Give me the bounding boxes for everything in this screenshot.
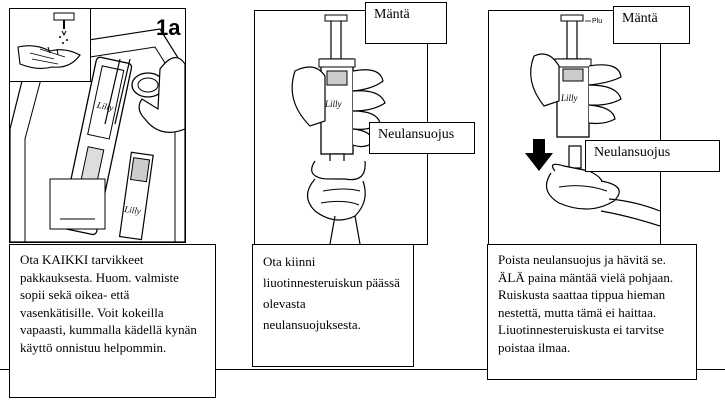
step-2-description: Ota kiinni liuotinnesteruiskun päässä ol… [252,244,414,367]
step-3-illustration: Plu Lilly [488,10,661,245]
needle-cap-callout: Neulansuojus [585,140,720,172]
step-1a-illustration: Lilly Lilly 1a [9,8,186,243]
syringe-brand-label: Lilly [324,99,342,109]
step-1a-description: Ota KAIKKI tarvikkeet pakkauksesta. Huom… [9,244,216,398]
syringe-brand-label: Lilly [560,93,578,103]
step-number: 1a [156,15,181,40]
connector-line [0,369,725,370]
step-3-description: Poista neulansuojus ja hävitä se. ÄLÄ pa… [487,244,697,380]
plunger-tag: Plu [592,18,602,25]
hand-washing-icon [10,9,91,82]
remove-cap-drawing: Plu Lilly [525,14,660,227]
plunger-callout: Mäntä [613,6,690,44]
pen-brand-label: Lilly [123,204,142,216]
plunger-callout: Mäntä [365,2,447,44]
hold-syringe-drawing: Lilly [291,14,386,244]
kit-tray-drawing: Lilly Lilly [10,28,185,242]
needle-cap-callout: Neulansuojus [369,122,475,154]
